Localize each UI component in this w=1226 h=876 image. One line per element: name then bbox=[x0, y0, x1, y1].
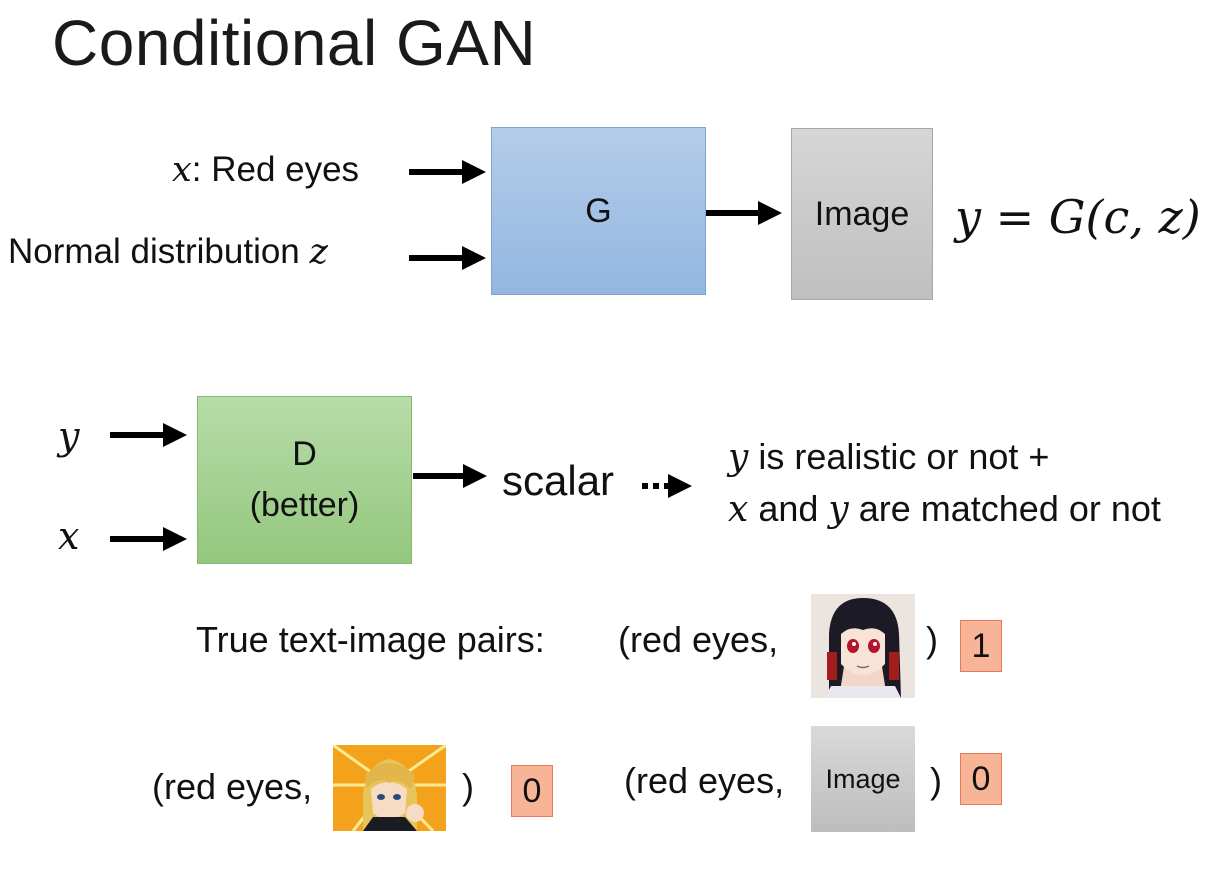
true-pairs-label: True text-image pairs: bbox=[196, 619, 545, 660]
and-text: and bbox=[748, 488, 829, 529]
discriminator-sublabel: (better) bbox=[249, 486, 360, 524]
var-y: y bbox=[728, 437, 749, 478]
fake-pair-2-close: ) bbox=[930, 760, 942, 801]
normal-distribution-label: Normal distribution bbox=[8, 232, 310, 271]
non-red-eyes-character-image bbox=[333, 745, 446, 831]
discriminator-input-y: y bbox=[58, 414, 80, 458]
discriminator-input-x: x bbox=[58, 514, 80, 558]
generated-image-label: Image bbox=[814, 194, 910, 233]
var-x: x bbox=[728, 489, 749, 530]
generator-box: G bbox=[491, 127, 706, 295]
true-pair-open: (red eyes, bbox=[618, 619, 779, 660]
generator-equation: y = G(c, z) bbox=[955, 190, 1201, 244]
fake-pair-1-score-value: 0 bbox=[522, 771, 542, 810]
realistic-text: is realistic or not + bbox=[748, 436, 1050, 477]
fake-pair-1-score: 0 bbox=[511, 765, 553, 817]
result-line-2: x and y are matched or not bbox=[728, 488, 1161, 530]
true-pair-score-value: 1 bbox=[971, 626, 991, 665]
slide-title: Conditional GAN bbox=[52, 7, 537, 79]
fake-pair-2-image-box: Image bbox=[811, 726, 915, 832]
scalar-output: scalar bbox=[502, 457, 615, 504]
fake-pair-2-score-value: 0 bbox=[971, 759, 991, 798]
var-x: x bbox=[172, 150, 192, 190]
var-y: y bbox=[828, 489, 849, 530]
result-line-1: y is realistic or not + bbox=[728, 436, 1049, 478]
true-pair-close: ) bbox=[926, 619, 938, 660]
discriminator-box: D (better) bbox=[197, 396, 412, 564]
matched-text: are matched or not bbox=[848, 488, 1161, 529]
discriminator-label: D bbox=[292, 435, 317, 473]
true-pair-score: 1 bbox=[960, 620, 1002, 672]
fake-pair-1-open: (red eyes, bbox=[152, 766, 313, 807]
generator-label: G bbox=[585, 191, 612, 230]
fake-pair-1-close: ) bbox=[462, 766, 474, 807]
generated-image-box: Image bbox=[791, 128, 933, 300]
generator-input-z: Normal distribution z bbox=[8, 232, 328, 272]
generator-input-x: x: Red eyes bbox=[172, 150, 359, 190]
fake-pair-2-score: 0 bbox=[960, 753, 1002, 805]
red-eyes-label: : Red eyes bbox=[191, 150, 360, 189]
fake-pair-2-open: (red eyes, bbox=[624, 760, 785, 801]
var-z: z bbox=[309, 232, 328, 272]
fake-pair-2-image-label: Image bbox=[825, 763, 901, 794]
red-eyes-character-image bbox=[811, 594, 915, 698]
